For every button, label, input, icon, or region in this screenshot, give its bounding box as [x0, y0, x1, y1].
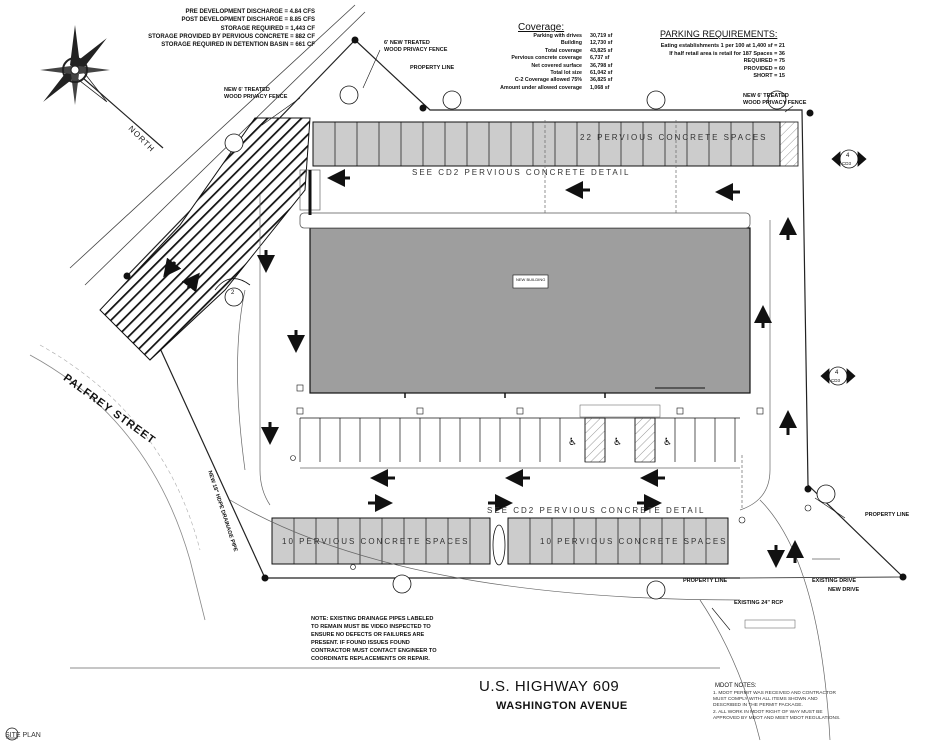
mdot-notes: 1. MDOT PERMIT WAS RECEIVED AND CONTRACT…	[713, 691, 841, 722]
coverage-value: 36,798 sf	[590, 62, 613, 69]
fence-label-top: 6' NEW TREATED WOOD PRIVACY FENCE	[384, 40, 447, 54]
callout-number: 4	[835, 370, 839, 376]
pervious-spaces-bottom-right: 10 PERVIOUS CONCRETE SPACES	[540, 537, 728, 546]
parking-title: PARKING REQUIREMENTS:	[660, 29, 778, 39]
new-drive-label: NEW DRIVE	[828, 587, 860, 593]
accessible-parking-icon: ♿ ♿ ♿	[568, 437, 672, 448]
coverage-row: Pervious concrete coverage 6,737 sf	[462, 55, 630, 62]
building-tag: NEW BUILDING	[516, 277, 546, 282]
coverage-label: Amount under allowed coverage	[500, 84, 582, 91]
svg-text:♿: ♿	[663, 437, 672, 448]
coverage-value: 36,825 sf	[590, 77, 613, 84]
avenue-label: WASHINGTON AVENUE	[496, 700, 628, 712]
fence-label-line: NEW 6' TREATED	[224, 87, 270, 93]
coverage-value: 30,719 sf	[590, 33, 613, 39]
coverage-row: Amount under allowed coverage 1,068 sf	[462, 85, 630, 92]
coverage-label: Total coverage	[545, 47, 582, 54]
note-line: PRESENT. IF FOUND ISSUES FOUND	[311, 639, 410, 646]
coverage-title: Coverage:	[518, 22, 565, 33]
property-line-label-right: PROPERTY LINE	[865, 512, 910, 518]
mdot-line: MUST COMPLY WITH ALL ITEMS SHOWN AND	[713, 697, 818, 703]
coverage-label: C-2 Coverage allowed 75%	[514, 77, 582, 84]
coverage-row: C-2 Coverage allowed 75% 36,825 sf	[462, 77, 630, 84]
mdot-line: 2. ALL WORK IN MDOT RIGHT OF WAY MUST BE	[713, 709, 823, 715]
coverage-value: 12,730 sf	[590, 40, 613, 47]
parking-line: REQUIRED = 75	[743, 58, 785, 65]
pervious-spaces-bottom-left: 10 PERVIOUS CONCRETE SPACES	[282, 537, 470, 546]
coverage-table: Parking with drives 30,719 sf Building 12,…	[462, 33, 630, 92]
pervious-detail-note-top: SEE CD2 PERVIOUS CONCRETE DETAIL	[412, 168, 631, 177]
note-line: NOTE: EXISTING DRAINAGE PIPES LABELED	[311, 616, 434, 622]
svg-text:♿: ♿	[613, 437, 622, 448]
coverage-label: Parking with drives	[533, 33, 582, 39]
coverage-value: 43,825 sf	[590, 47, 613, 54]
callout-number: 2	[231, 290, 235, 296]
fence-label-right: NEW 6' TREATED WOOD PRIVACY FENCE	[743, 93, 806, 107]
site-plan-label: SITE PLAN	[5, 732, 41, 739]
mdot-line: APPROVED BY MDOT AND MEET MDOT REGULATIO…	[713, 715, 841, 721]
property-line-label-bottom: PROPERTY LINE	[683, 578, 728, 584]
parking-line: If half retail area is retail for 187 Sp…	[669, 50, 785, 57]
coverage-row: Net covered surface 36,798 sf	[462, 63, 630, 70]
existing-rcp-label: EXISTING 24" RCP	[734, 600, 784, 606]
callout-number: 4	[846, 153, 850, 159]
note-line: CONTRACTOR MUST CONTACT ENGINEER TO	[311, 647, 437, 654]
coverage-row: Parking with drives 30,719 sf	[462, 33, 630, 40]
fence-label-line: WOOD PRIVACY FENCE	[384, 47, 448, 53]
note-line: TO REMAIN MUST BE VIDEO INSPECTED TO	[311, 623, 431, 630]
coverage-label: Building	[560, 40, 582, 47]
pervious-detail-note-bottom: SEE CD2 PERVIOUS CONCRETE DETAIL	[487, 506, 706, 515]
coverage-label: Pervious concrete coverage	[511, 55, 582, 62]
parking-line: SHORT = 15	[753, 73, 785, 80]
mdot-notes-title: MDOT NOTES:	[715, 683, 757, 689]
note-line: ENSURE NO DEFECTS OR FAILURES ARE	[311, 631, 425, 638]
coverage-label: Total lot size	[550, 70, 582, 77]
existing-drive-label: EXISTING DRIVE	[812, 578, 857, 584]
fence-label-line: WOOD PRIVACY FENCE	[743, 100, 807, 106]
discharge-line: STORAGE REQUIRED IN DETENTION BASIN = 66…	[161, 42, 315, 49]
discharge-line: PRE DEVELOPMENT DISCHARGE = 4.84 CFS	[185, 9, 315, 15]
traffic-arrows	[163, 169, 804, 568]
parking-line: Eating establishments 1 per 100 at 1,400…	[660, 43, 785, 49]
mdot-line: 1. MDOT PERMIT WAS RECEIVED AND CONTRACT…	[713, 691, 836, 696]
callout-sheet: CD3	[842, 161, 852, 166]
coverage-value: 6,737 sf	[590, 55, 610, 62]
fence-label-line: 6' NEW TREATED	[384, 40, 430, 46]
coverage-row: Building 12,730 sf	[462, 40, 630, 47]
note-line: COORDINATE REPLACEMENTS OR REPAIR.	[311, 655, 430, 662]
discharge-notes: PRE DEVELOPMENT DISCHARGE = 4.84 CFS POS…	[130, 8, 315, 49]
svg-text:♿: ♿	[568, 437, 577, 448]
callout-sheet: CD3	[831, 378, 841, 383]
discharge-line: STORAGE REQUIRED = 1,443 CF	[220, 25, 315, 32]
parking-requirements: Eating establishments 1 per 100 at 1,400…	[645, 43, 785, 81]
drainage-notes: NOTE: EXISTING DRAINAGE PIPES LABELED TO…	[311, 616, 437, 663]
pervious-spaces-top: 22 PERVIOUS CONCRETE SPACES	[580, 133, 768, 142]
discharge-line: POST DEVELOPMENT DISCHARGE = 8.85 CFS	[181, 17, 315, 24]
coverage-value: 61,042 sf	[590, 70, 613, 77]
section-callouts	[224, 85, 859, 600]
north-arrow-icon	[40, 25, 164, 149]
fence-label-line: NEW 6' TREATED	[743, 93, 789, 99]
fence-label-left: NEW 6' TREATED WOOD PRIVACY FENCE	[224, 87, 287, 101]
mdot-line: DESCRIBED IN THE PERMIT PACKAGE.	[713, 703, 803, 709]
parking-line: PROVIDED = 60	[743, 65, 785, 72]
fence-label-line: WOOD PRIVACY FENCE	[224, 94, 288, 100]
property-line-label: PROPERTY LINE	[410, 65, 455, 71]
coverage-value: 1,068 sf	[590, 84, 610, 91]
discharge-line: STORAGE PROVIDED BY PERVIOUS CONCRETE = …	[148, 33, 315, 40]
coverage-row: Total coverage 43,825 sf	[462, 48, 630, 55]
coverage-row: Total lot size 61,042 sf	[462, 70, 630, 77]
coverage-label: Net covered surface	[531, 62, 582, 69]
highway-label: U.S. HIGHWAY 609	[479, 678, 620, 695]
